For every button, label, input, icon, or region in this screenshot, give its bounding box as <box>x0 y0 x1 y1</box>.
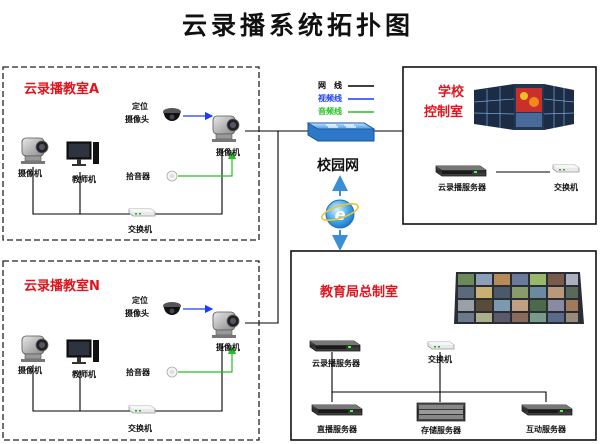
legend-video-label: 视频线 <box>318 93 342 103</box>
teacher-pc-icon <box>66 141 100 167</box>
interactive-server-icon <box>521 404 573 416</box>
teacher-camera-n-icon <box>20 335 49 363</box>
mic-icon <box>166 170 178 182</box>
interactive-server-label: 互动服务器 <box>526 424 567 434</box>
ptz-camera-label-1: 定位 <box>131 101 148 111</box>
ptz-camera-n-icon <box>163 302 181 315</box>
classroom-switch-icon <box>128 208 156 217</box>
teacher-camera-label: 摄像机 <box>18 168 42 178</box>
mic-n-label: 拾音器 <box>126 367 151 377</box>
internet-globe-icon: e <box>321 175 359 251</box>
mic-label: 拾音器 <box>126 171 151 181</box>
bureau-switch-label: 交换机 <box>428 354 452 364</box>
ptz-camera-label-2: 摄像头 <box>125 114 149 124</box>
storage-server-label: 存储服务器 <box>420 425 462 435</box>
bureau-server-label: 云录播服务器 <box>312 358 361 368</box>
bureau-switch-icon <box>427 341 455 350</box>
teacher-camera-icon <box>20 137 49 165</box>
classroom-n-switch-label: 交换机 <box>128 423 152 433</box>
mic-n-icon <box>166 366 178 378</box>
ptz-camera-n-label-1: 定位 <box>131 295 148 305</box>
legend-audio-label: 音频线 <box>318 106 342 116</box>
classroom-n-frame <box>2 260 260 441</box>
bureau-control-title: 教育局总制室 <box>319 284 398 300</box>
classroom-n-switch-icon <box>128 405 156 414</box>
ptz-camera-n-label-2: 摄像头 <box>125 308 149 318</box>
student-camera-n-icon <box>211 311 240 339</box>
school-switch-label: 交换机 <box>554 182 578 192</box>
school-control-title-1: 学校 <box>438 84 465 100</box>
live-server-icon <box>311 404 363 416</box>
video-wall-icon <box>473 84 575 130</box>
school-switch-icon <box>552 164 580 173</box>
bureau-video-wall-icon <box>454 272 584 324</box>
legend: 网 线 视频线 音频线 <box>318 80 374 116</box>
ptz-camera-icon <box>163 108 181 121</box>
teacher-camera-n-label: 摄像机 <box>18 365 42 375</box>
live-server-label: 直播服务器 <box>317 424 358 434</box>
bureau-server-icon <box>309 340 361 352</box>
teacher-pc-label: 教师机 <box>71 174 96 184</box>
teacher-pc-n-icon <box>66 339 100 365</box>
classroom-n-title: 云录播教室N <box>24 278 100 294</box>
bureau-control-frame <box>290 250 597 441</box>
legend-network-label: 网 线 <box>318 80 342 90</box>
classroom-a-title: 云录播教室A <box>24 81 99 97</box>
student-camera-n-label: 摄像机 <box>216 342 240 352</box>
student-camera-label: 摄像机 <box>216 147 240 157</box>
svg-text:e: e <box>335 205 346 224</box>
campus-switch-icon <box>306 122 376 142</box>
school-server-icon <box>435 165 487 177</box>
storage-server-icon <box>416 402 466 422</box>
classroom-a-frame <box>2 66 260 241</box>
campus-net-label: 校园网 <box>317 157 359 174</box>
school-server-label: 云录播服务器 <box>438 182 487 192</box>
teacher-pc-n-label: 教师机 <box>71 369 96 379</box>
classroom-switch-label: 交换机 <box>128 224 152 234</box>
school-control-frame <box>402 66 597 225</box>
network-links <box>32 111 550 412</box>
diagram-title: 云录播系统拓扑图 <box>182 11 414 40</box>
school-control-title-2: 控制室 <box>424 104 463 120</box>
student-camera-icon <box>211 115 240 143</box>
